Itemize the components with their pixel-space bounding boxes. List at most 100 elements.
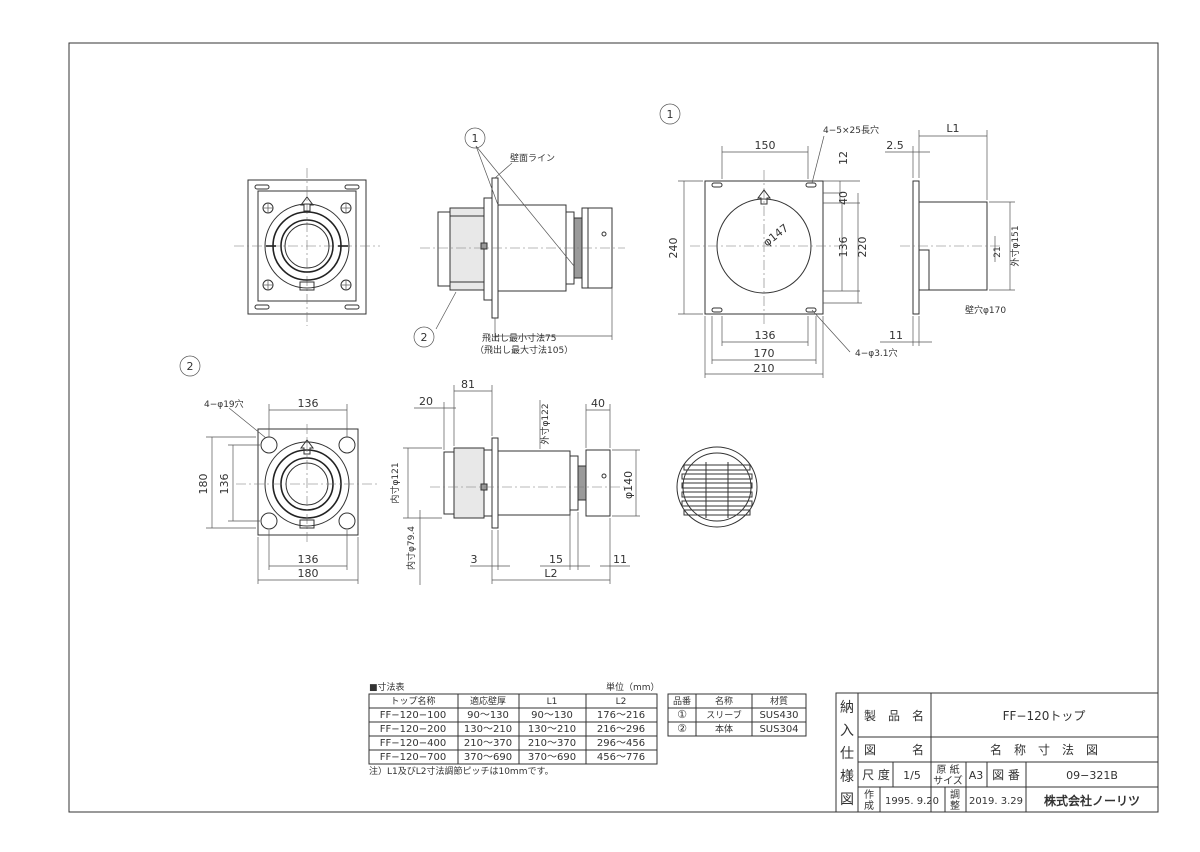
created-label-2: 成 bbox=[864, 800, 874, 812]
side-char-5: 図 bbox=[840, 792, 854, 808]
table-unit: 単位（mm） bbox=[606, 681, 660, 693]
parts-cell: 本体 bbox=[715, 723, 733, 735]
table-cell: 210〜370 bbox=[464, 738, 512, 749]
body-side-view: 81 20 外寸φ122 40 内寸φ121 内寸φ79.4 φ140 3 15… bbox=[389, 378, 640, 585]
side-char-2: 入 bbox=[840, 723, 854, 739]
table-cell: 90〜130 bbox=[467, 710, 509, 721]
company-name: 株式会社ノーリツ bbox=[1044, 793, 1140, 808]
slot-note: 4−5×25長穴 bbox=[823, 124, 879, 136]
side-char-4: 様 bbox=[840, 769, 854, 785]
table-cell: FF−120−200 bbox=[380, 724, 446, 735]
side-view-label-1: 1 bbox=[472, 132, 479, 145]
number-label: 図 番 bbox=[992, 768, 1020, 782]
body-dim-136-bot: 136 bbox=[298, 553, 319, 566]
drawing-label: 図 名 bbox=[864, 742, 924, 757]
body-dim-L2: L2 bbox=[544, 567, 557, 580]
dimension-table: ■寸法表 単位（mm） トップ名称 適応壁厚 L1 L2 FF−120−100 … bbox=[368, 681, 660, 777]
parts-header-no: 品番 bbox=[673, 695, 691, 707]
dim-136-h: 136 bbox=[755, 329, 776, 342]
dim-210: 210 bbox=[754, 362, 775, 375]
table-note: 注）L1及びL2寸法調節ピッチは10mmです。 bbox=[369, 765, 554, 777]
dim-od151: 外寸φ151 bbox=[1009, 225, 1021, 266]
body-dim-3: 3 bbox=[471, 553, 478, 566]
wall-hole: 壁穴φ170 bbox=[965, 304, 1006, 316]
table-cell: 296〜456 bbox=[597, 738, 645, 749]
grille-view bbox=[676, 446, 758, 528]
scale-value: 1/5 bbox=[903, 769, 921, 782]
parts-header-material: 材質 bbox=[770, 695, 788, 707]
parts-cell: ② bbox=[677, 722, 687, 735]
col-header-wall: 適応壁厚 bbox=[470, 695, 506, 707]
body-dim-phi140: φ140 bbox=[622, 471, 635, 499]
col-header-l1: L1 bbox=[547, 697, 558, 707]
body-dim-id121: 内寸φ121 bbox=[389, 462, 401, 503]
parts-table: 品番 名称 材質 ① スリーブ SUS430 ② 本体 SUS304 bbox=[667, 693, 807, 737]
col-header-l2: L2 bbox=[616, 697, 627, 707]
body-dim-136-top: 136 bbox=[298, 397, 319, 410]
table-title: ■寸法表 bbox=[369, 681, 405, 693]
body-dim-od122: 外寸φ122 bbox=[539, 403, 551, 444]
body-dim-11: 11 bbox=[613, 553, 627, 566]
side-char-1: 納 bbox=[840, 700, 854, 716]
table-cell: 370〜690 bbox=[528, 752, 576, 763]
table-cell: 210〜370 bbox=[528, 738, 576, 749]
body-dim-180-h: 180 bbox=[298, 567, 319, 580]
body-dim-40: 40 bbox=[591, 397, 605, 410]
table-cell: 130〜210 bbox=[464, 724, 512, 735]
table-cell: 90〜130 bbox=[531, 710, 573, 721]
created-value: 1995. 9.20 bbox=[885, 796, 939, 807]
side-view-label-2: 2 bbox=[421, 331, 428, 344]
parts-cell: SUS304 bbox=[759, 724, 798, 735]
body-view-label: 2 bbox=[187, 360, 194, 373]
assembly-side-view: 1 2 壁面ライン 飛出し最小寸法75 （飛出し最大寸法105） bbox=[413, 127, 625, 356]
dim-170: 170 bbox=[754, 347, 775, 360]
adjusted-label-1: 調 bbox=[950, 788, 960, 801]
table-cell: 216〜296 bbox=[597, 724, 645, 735]
body-dim-180-v: 180 bbox=[197, 474, 210, 495]
sleeve-front-view: 1 150 4−5×25長穴 12 40 136 220 240 φ147 bbox=[659, 103, 898, 378]
table-cell: 176〜216 bbox=[597, 710, 645, 721]
parts-cell: スリーブ bbox=[706, 709, 741, 721]
dim-L1: L1 bbox=[946, 122, 959, 135]
sleeve-view-label: 1 bbox=[667, 108, 674, 121]
adjusted-label-2: 整 bbox=[950, 799, 960, 812]
side-char-3: 仕 bbox=[840, 746, 854, 762]
body-hole-note: 4−φ19穴 bbox=[204, 398, 244, 410]
adjusted-value: 2019. 3.29 bbox=[969, 796, 1023, 807]
dim-136-v: 136 bbox=[837, 237, 850, 258]
dim-12: 12 bbox=[837, 151, 850, 165]
parts-cell: SUS430 bbox=[759, 710, 798, 721]
drawing-value: 名 称 寸 法 図 bbox=[990, 742, 1098, 757]
dim-phi147: φ147 bbox=[761, 221, 791, 249]
dim-40: 40 bbox=[837, 191, 850, 205]
dim-150: 150 bbox=[755, 139, 776, 152]
body-dim-81: 81 bbox=[461, 378, 475, 391]
number-value: 09−321B bbox=[1066, 769, 1118, 782]
scale-label: 尺 度 bbox=[862, 767, 890, 782]
sheet-border bbox=[68, 42, 1159, 813]
created-label-1: 作 bbox=[864, 789, 874, 801]
dim-220: 220 bbox=[856, 237, 869, 258]
hole-note: 4−φ3.1穴 bbox=[855, 347, 898, 359]
paper-value: A3 bbox=[969, 769, 984, 782]
parts-header-name: 名称 bbox=[715, 695, 733, 707]
table-cell: 130〜210 bbox=[528, 724, 576, 735]
dim-11-top: 11 bbox=[889, 329, 903, 342]
dim-240: 240 bbox=[667, 238, 680, 259]
title-block: 納 入 仕 様 図 製 品 名 FF−120トップ 図 名 名 称 寸 法 図 … bbox=[835, 692, 1159, 813]
paper-label-1: 原 紙 bbox=[936, 763, 959, 776]
table-cell: 456〜776 bbox=[597, 752, 645, 763]
max-protrusion-label: （飛出し最大寸法105） bbox=[475, 344, 573, 356]
table-cell: 370〜690 bbox=[464, 752, 512, 763]
body-dim-15: 15 bbox=[549, 553, 563, 566]
parts-cell: ① bbox=[677, 708, 687, 721]
table-cell: FF−120−400 bbox=[380, 738, 446, 749]
min-protrusion-label: 飛出し最小寸法75 bbox=[482, 332, 556, 344]
wall-line-label: 壁面ライン bbox=[510, 152, 555, 164]
body-dim-id79-4: 内寸φ79.4 bbox=[405, 526, 417, 570]
table-cell: FF−120−100 bbox=[380, 710, 446, 721]
product-label: 製 品 名 bbox=[864, 708, 924, 723]
dim-21: 21 bbox=[993, 246, 1003, 257]
